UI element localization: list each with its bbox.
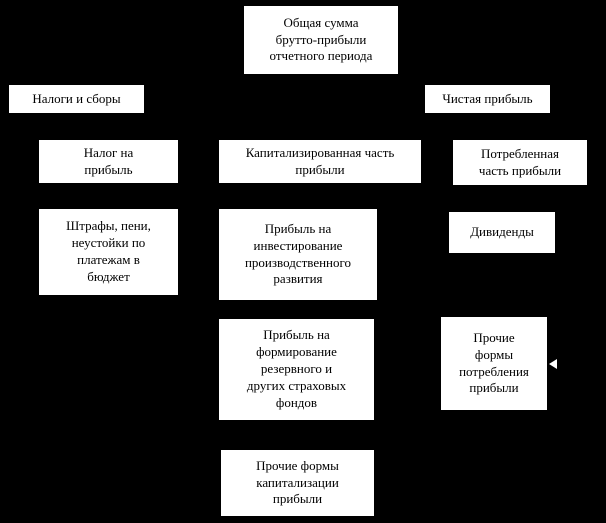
node-capitalized-part-of-profit: Капитализированная часть прибыли (218, 139, 422, 184)
arrowhead-icon (549, 359, 557, 369)
node-profit-for-production-investment: Прибыль на инвестирование производственн… (218, 208, 378, 301)
node-fines-penalties-budget: Штрафы, пени, неустойки по платежам в бю… (38, 208, 179, 296)
node-taxes-and-fees: Налоги и сборы (8, 84, 145, 114)
node-other-profit-consumption-forms: Прочие формы потребления прибыли (440, 316, 548, 411)
node-profit-tax: Налог на прибыль (38, 139, 179, 184)
node-net-profit: Чистая прибыль (424, 84, 551, 114)
node-reserve-and-insurance-funds: Прибыль на формирование резервного и дру… (218, 318, 375, 421)
node-dividends: Дивиденды (448, 211, 556, 254)
node-gross-profit: Общая сумма брутто-прибыли отчетного пер… (243, 5, 399, 75)
node-consumed-part-of-profit: Потребленная часть прибыли (452, 139, 588, 186)
node-other-profit-capitalization-forms: Прочие формы капитализации прибыли (220, 449, 375, 517)
